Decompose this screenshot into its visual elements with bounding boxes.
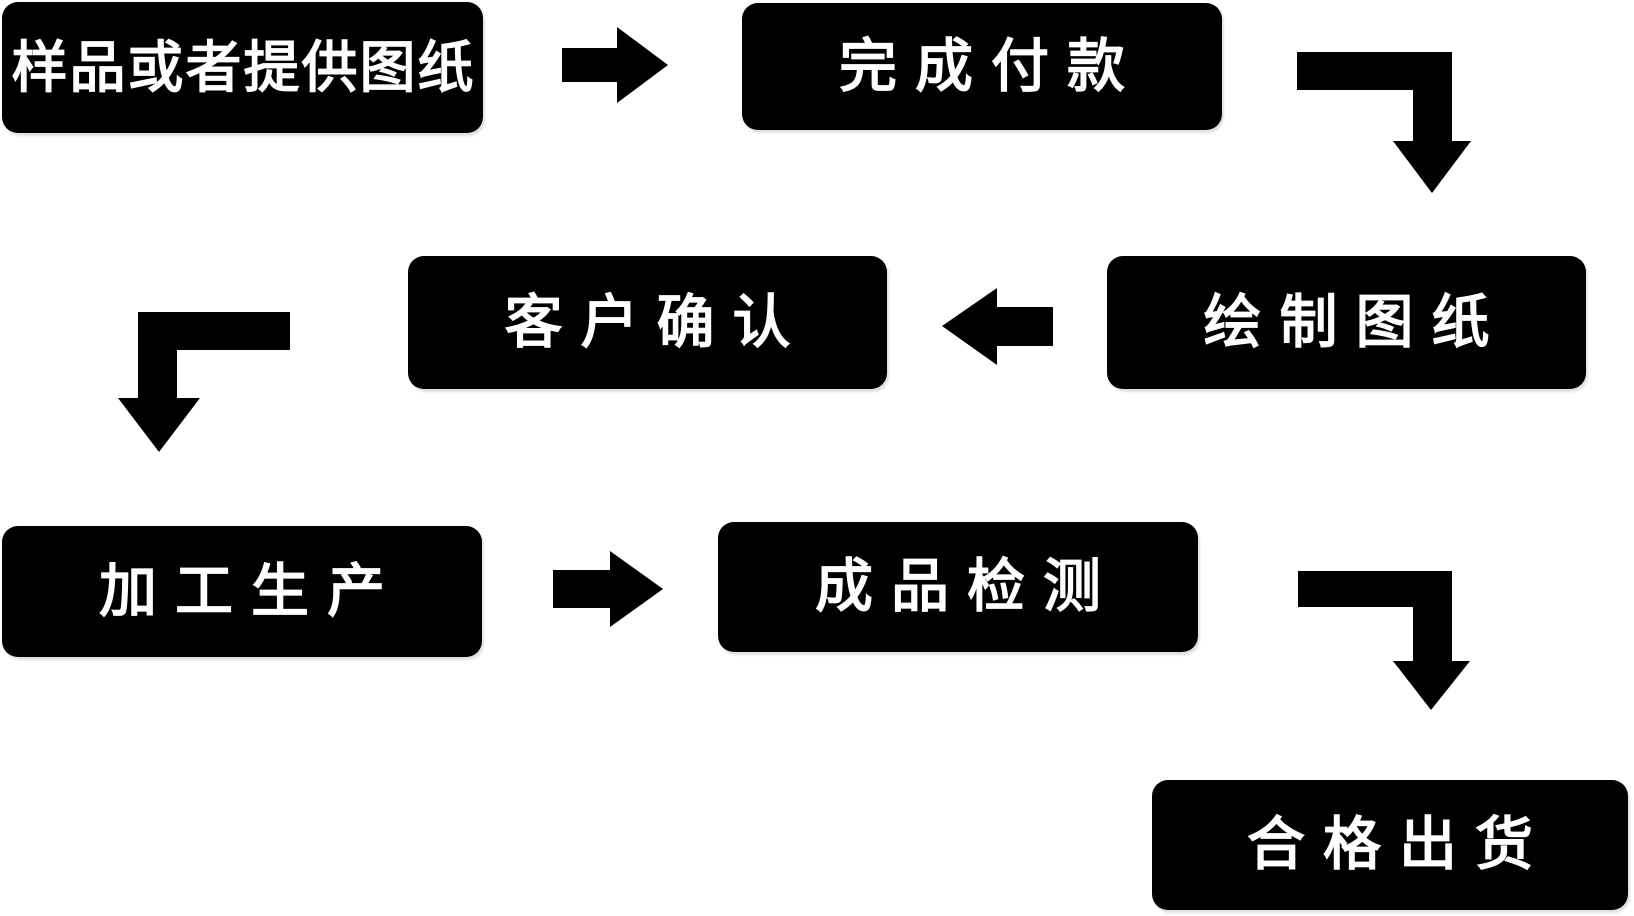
right-arrow-icon bbox=[562, 27, 668, 103]
flow-step-label: 成品检测 bbox=[814, 554, 1119, 619]
flow-step-processing-production: 加工生产 bbox=[2, 526, 482, 657]
left-arrow-icon bbox=[942, 288, 1053, 365]
elbow-down-left-arrow-icon bbox=[118, 312, 290, 452]
arrow-step5-to-step6 bbox=[553, 551, 663, 627]
flow-step-sample-or-drawing: 样品或者提供图纸 bbox=[2, 2, 483, 133]
flow-step-label: 合格出货 bbox=[1246, 812, 1551, 877]
flow-step-label: 样品或者提供图纸 bbox=[11, 35, 476, 99]
flow-step-label: 加工生产 bbox=[98, 558, 403, 624]
arrow-step1-to-step2 bbox=[562, 27, 668, 103]
flow-step-draw-drawings: 绘制图纸 bbox=[1107, 256, 1586, 389]
arrow-step4-to-step5 bbox=[118, 312, 290, 452]
flow-step-customer-confirm: 客户确认 bbox=[408, 256, 887, 389]
flow-step-qualified-shipment: 合格出货 bbox=[1152, 780, 1628, 910]
flow-step-label: 完成付款 bbox=[838, 33, 1143, 99]
flow-step-label: 绘制图纸 bbox=[1203, 289, 1508, 355]
elbow-right-down-arrow-icon bbox=[1297, 52, 1471, 193]
arrow-step3-to-step4 bbox=[942, 288, 1053, 365]
right-arrow-icon bbox=[553, 551, 663, 627]
flow-step-complete-payment: 完成付款 bbox=[742, 3, 1222, 130]
flow-step-product-inspection: 成品检测 bbox=[718, 522, 1198, 652]
elbow-right-down-arrow-icon bbox=[1298, 571, 1470, 710]
arrow-step2-to-step3 bbox=[1297, 52, 1471, 193]
arrow-step6-to-step7 bbox=[1298, 571, 1470, 710]
flow-step-label: 客户确认 bbox=[504, 289, 809, 355]
